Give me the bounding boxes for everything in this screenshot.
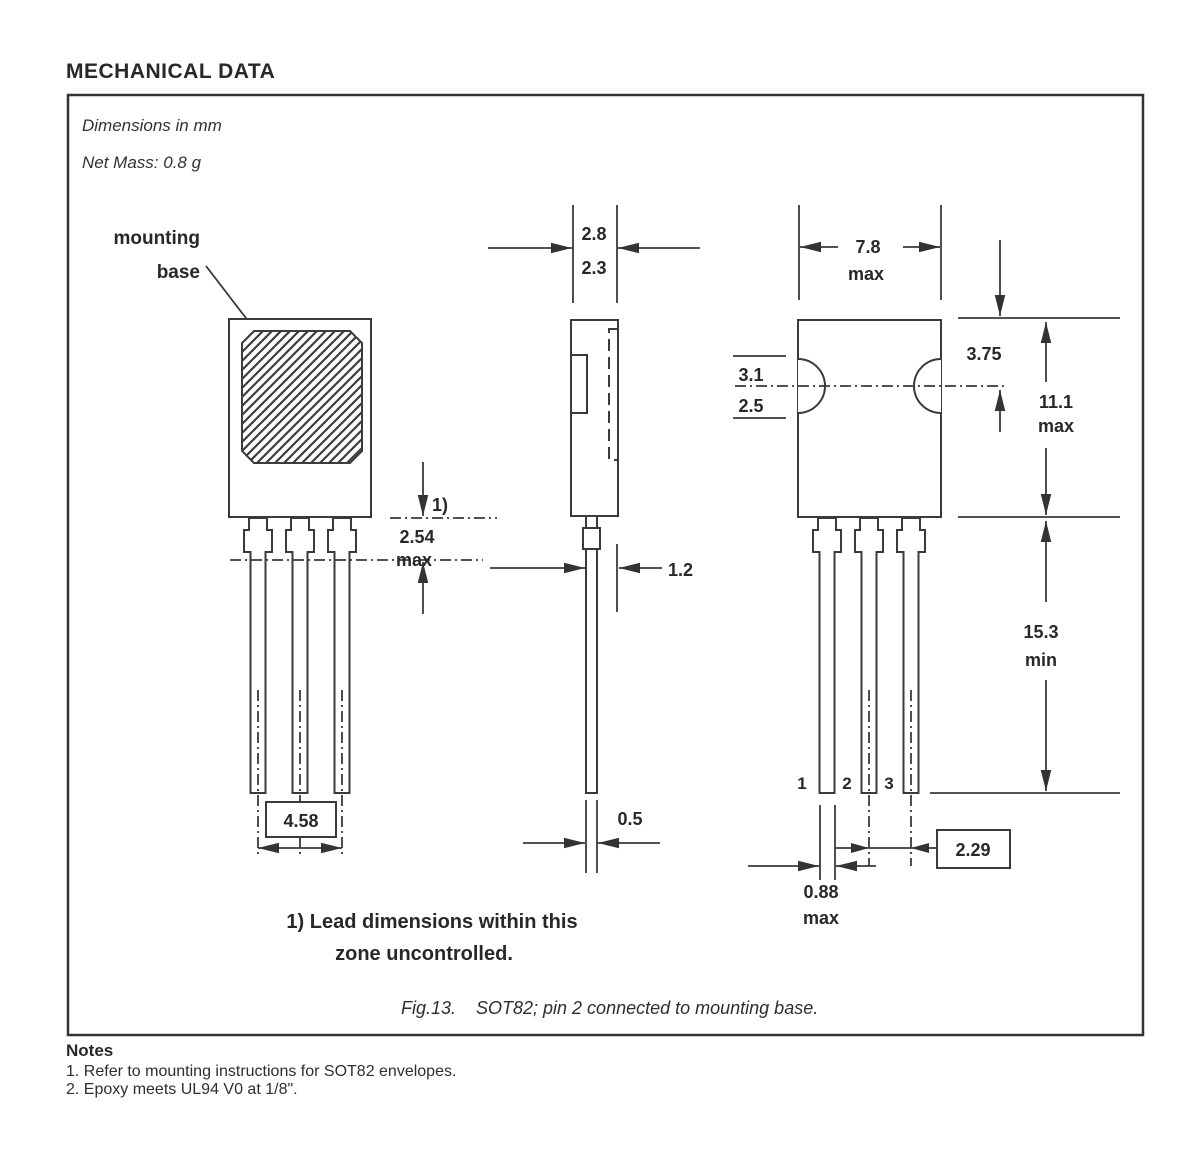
lead-span-label: 4.58 <box>283 811 318 831</box>
rear-lead-3 <box>896 517 926 794</box>
figure-caption-text: SOT82; pin 2 connected to mounting base. <box>476 998 818 1018</box>
dim-side-lead-offset: 1.2 <box>490 544 693 612</box>
zone-value-label: 2.54 <box>399 527 434 547</box>
mounting-base-label-line1: mounting <box>113 228 200 249</box>
dim-rear-width: 7.8 max <box>798 205 942 300</box>
dim-side-lead-thickness: 0.5 <box>523 800 660 873</box>
side-lead <box>585 515 598 794</box>
offset-label: 1.2 <box>668 560 693 580</box>
dim-lead-width: 0.88 max <box>748 805 876 928</box>
side-body <box>570 319 619 517</box>
mounting-base-hatched-area <box>241 330 363 464</box>
pin-1-label: 1 <box>797 774 806 793</box>
side-width-max-label: 2.8 <box>581 224 606 244</box>
dim-side-width: 2.8 2.3 <box>488 205 700 303</box>
figure-caption-number: Fig.13. <box>401 998 456 1018</box>
lead-length-label: 15.3 <box>1023 622 1058 642</box>
mass-note: Net Mass: 0.8 g <box>82 153 202 172</box>
dim-uncontrolled-zone: 1) 2.54 max <box>230 462 497 614</box>
rear-body <box>797 319 942 518</box>
lead-pitch-arrow-left <box>911 843 929 853</box>
mounting-base-label-line2: base <box>157 262 200 283</box>
figure-frame <box>66 93 1145 1037</box>
front-lead-2 <box>285 517 315 794</box>
hole-center-label: 3.75 <box>966 344 1001 364</box>
pin-2-label: 2 <box>842 774 851 793</box>
side-base-tab <box>570 354 588 414</box>
dim-front-lead-span: 4.58 <box>258 801 342 854</box>
lead-width-qualifier: max <box>803 908 839 928</box>
dim-body-height: 11.1 max <box>1038 322 1074 515</box>
dim-hole-diameter: 3.1 2.5 <box>733 355 786 419</box>
rear-width-label: 7.8 <box>855 237 880 257</box>
thickness-label: 0.5 <box>617 809 642 829</box>
side-hidden-edge <box>608 328 617 461</box>
dim-lead-length: 15.3 min <box>1023 521 1059 791</box>
side-view: 2.8 2.3 1.2 0.5 <box>488 205 700 873</box>
pin-3-label: 3 <box>884 774 893 793</box>
notes-heading: Notes <box>66 1041 113 1060</box>
dim-hole-center-from-top: 3.75 <box>966 240 1006 432</box>
units-note: Dimensions in mm <box>82 116 222 135</box>
body-height-label: 11.1 <box>1039 392 1073 412</box>
rear-lead-1 <box>812 517 842 794</box>
side-width-min-label: 2.3 <box>581 258 606 278</box>
body-height-qualifier: max <box>1038 416 1074 436</box>
notes-section: Notes 1. Refer to mounting instructions … <box>66 1041 456 1098</box>
rear-view: 7.8 max 3.1 2.5 3.75 11.1 max <box>733 205 1120 928</box>
hole-dia-max-label: 3.1 <box>738 365 763 385</box>
footnote-line2: zone uncontrolled. <box>335 943 513 965</box>
hole-dia-min-label: 2.5 <box>738 396 763 416</box>
footnote-line1: 1) Lead dimensions within this <box>286 911 577 933</box>
note-item-2: 2. Epoxy meets UL94 V0 at 1/8". <box>66 1081 298 1098</box>
rear-width-qualifier: max <box>848 264 884 284</box>
lead-pitch-label: 2.29 <box>955 840 990 860</box>
note-item-1: 1. Refer to mounting instructions for SO… <box>66 1063 456 1080</box>
lead-pitch-box <box>936 829 1011 869</box>
lead-length-qualifier: min <box>1025 650 1057 670</box>
page-title: MECHANICAL DATA <box>66 60 275 83</box>
front-view: mounting base 1) 2.54 max 4.58 <box>113 228 497 856</box>
dim-lead-pitch: 2.29 <box>836 829 1011 869</box>
side-lead-shoulder <box>582 527 601 550</box>
front-lead-3 <box>327 517 357 794</box>
zone-qualifier-label: max <box>396 550 432 570</box>
lead-span-box <box>265 801 337 838</box>
front-lead-1 <box>243 517 273 794</box>
lead-pitch-arrow-right <box>851 843 869 853</box>
zone-ref-label: 1) <box>432 495 448 515</box>
lead-width-label: 0.88 <box>803 882 838 902</box>
rear-lead-2 <box>854 517 884 794</box>
